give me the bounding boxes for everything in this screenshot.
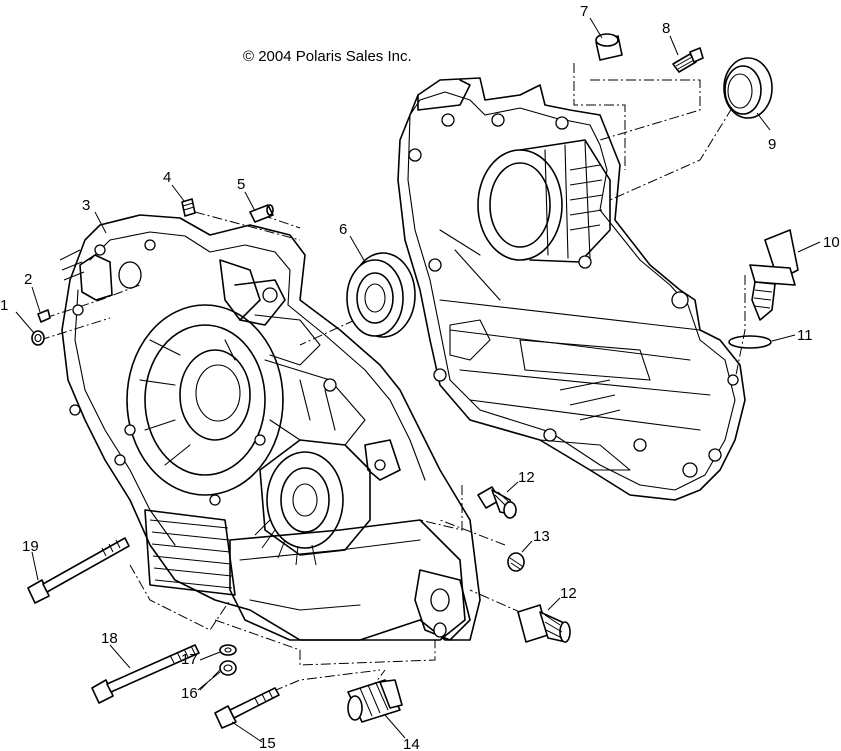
part-12-fitting-lower <box>517 604 571 643</box>
callout-7: 7 <box>580 3 588 20</box>
callout-12-upper: 12 <box>518 469 535 486</box>
part-13-nut <box>507 552 525 572</box>
callout-14: 14 <box>403 736 420 751</box>
part-5-dowel <box>249 204 274 223</box>
part-11-o-ring <box>728 335 772 349</box>
callout-8: 8 <box>662 20 670 37</box>
part-6-bearing <box>346 252 416 338</box>
callout-labels: 1 2 3 4 5 6 7 8 9 10 11 12 13 12 14 15 1… <box>0 3 840 751</box>
callout-12-lower: 12 <box>560 585 577 602</box>
part-12-fitting-upper <box>477 486 517 519</box>
part-15-bolt <box>214 687 280 729</box>
part-18-bolt <box>91 644 200 704</box>
part-1-nut <box>31 330 45 346</box>
part-2-dowel-pin <box>37 309 51 323</box>
callout-2: 2 <box>24 271 32 288</box>
part-8-bolt <box>672 47 704 73</box>
callout-17: 17 <box>181 651 198 668</box>
callout-9: 9 <box>768 136 776 153</box>
right-crankcase-half <box>397 77 746 501</box>
part-16-nut <box>219 660 237 676</box>
callout-5: 5 <box>237 176 245 193</box>
callout-1: 1 <box>0 297 8 314</box>
callout-10: 10 <box>823 234 840 251</box>
part-14-fitting <box>347 679 403 723</box>
callout-6: 6 <box>339 221 347 238</box>
callout-11: 11 <box>797 327 813 344</box>
callout-13: 13 <box>533 528 550 545</box>
callout-15: 15 <box>259 735 276 751</box>
part-19-bolt <box>27 537 130 604</box>
left-crankcase-half <box>59 214 481 641</box>
part-9-oil-seal <box>723 57 773 119</box>
callout-4: 4 <box>163 169 171 186</box>
part-10-sensor <box>749 229 799 321</box>
callout-16: 16 <box>181 685 198 702</box>
callout-19: 19 <box>22 538 39 555</box>
part-7-plug <box>595 33 623 61</box>
part-4-plug <box>181 198 196 217</box>
leader-lines <box>15 17 821 743</box>
callout-3: 3 <box>82 197 90 214</box>
copyright-notice: © 2004 Polaris Sales Inc. <box>243 48 412 65</box>
part-17-washer <box>219 644 237 656</box>
callout-18: 18 <box>101 630 118 647</box>
